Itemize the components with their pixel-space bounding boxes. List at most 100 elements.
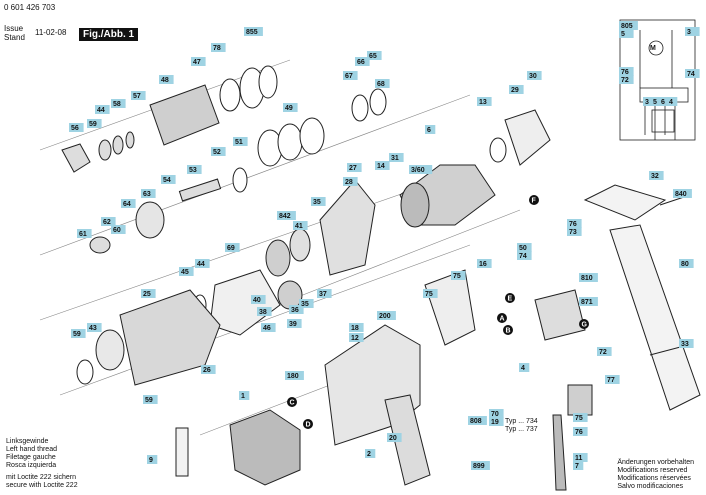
callout-tag-bg [573, 427, 588, 436]
note-de: Änderungen vorbehalten [617, 459, 694, 466]
callout-tag-label: 26 [203, 367, 211, 374]
wire-marker-label: C [290, 400, 295, 407]
wire-marker: A [497, 313, 507, 323]
callout-tag-bg [141, 289, 156, 298]
callout-tag: 69 [225, 243, 240, 252]
callout-tag: 14 [375, 161, 390, 170]
callout-tag-bg [367, 51, 382, 60]
callout-tag: 54 [161, 175, 176, 184]
wire-marker-label: E [508, 296, 513, 303]
callout-tag-label: 28 [345, 179, 353, 186]
callout-tag-bg [77, 229, 92, 238]
callout-tag-bg [619, 29, 630, 38]
callout-tag: 39 [287, 319, 302, 328]
callout-tag-label: 52 [213, 149, 221, 156]
chuck-group [61, 65, 387, 254]
callout-tag: 16 [477, 259, 492, 268]
callout-tag-bg [141, 189, 156, 198]
wire-marker-dot [303, 419, 313, 429]
callout-tag: 45 [179, 267, 194, 276]
callout-tag: 61 [77, 229, 92, 238]
wire-marker: G [579, 319, 589, 329]
callout-tag-label: 899 [473, 463, 485, 470]
callout-tag-label: 1 [241, 393, 245, 400]
callout-tag: 62 [101, 217, 116, 226]
callout-tag: 41 [293, 221, 308, 230]
callout-tag-label: 6 [427, 127, 431, 134]
loctite-line-2: secure with Loctite 222 [6, 482, 78, 489]
callout-tag-label: 842 [279, 213, 291, 220]
callout-tag: 78 [211, 43, 226, 52]
callout-tag-label: 16 [479, 261, 487, 268]
callout-tag: 73 [567, 227, 582, 236]
wire-marker-label: F [532, 198, 537, 205]
callout-tag-bg [244, 27, 263, 36]
wire-marker: C [287, 397, 297, 407]
callout-tag-bg [509, 85, 524, 94]
callout-tag: 35 [299, 299, 314, 308]
callout-tag: 75 [423, 289, 438, 298]
callout-tag-bg [179, 267, 194, 276]
callout-tag: 47 [191, 57, 206, 66]
callout-tag: 180 [285, 371, 304, 380]
callout-tag: 65 [367, 51, 382, 60]
callout-tag-bg [365, 449, 376, 458]
callout-tag-bg [261, 323, 276, 332]
callout-tag: 60 [111, 225, 126, 234]
callout-tag-bg [317, 289, 332, 298]
callout-tag-label: 808 [470, 418, 482, 425]
callout-tag-bg [619, 75, 634, 84]
wire-marker-dot [579, 319, 589, 329]
callout-tag: 842 [277, 211, 296, 220]
callout-tag-label: 29 [511, 87, 519, 94]
callout-tag-label: 35 [313, 199, 321, 206]
callout-tag: 37 [317, 289, 332, 298]
callout-tag-label: 43 [89, 325, 97, 332]
callout-tag-bg [489, 409, 504, 418]
modification-notes: Änderungen vorbehalten Modifications res… [617, 459, 694, 491]
callout-tag-label: 11 [575, 455, 583, 462]
callout-tag-label: 5 [621, 31, 625, 38]
callout-tag-bg [649, 171, 664, 180]
callout-tag-label: 2 [367, 451, 371, 458]
callout-tag-label: 871 [581, 299, 593, 306]
callout-tag-bg [425, 125, 436, 134]
callout-tag: 72 [619, 75, 634, 84]
callout-tag-bg [685, 69, 700, 78]
callout-tag-label: 39 [289, 321, 297, 328]
callout-tag-bg [131, 91, 146, 100]
callout-tag-bg [195, 259, 210, 268]
callout-tag-label: 4 [521, 365, 525, 372]
callout-tag-bg [311, 197, 326, 206]
callout-tag-label: 3 [687, 29, 691, 36]
callout-tag-label: 180 [287, 373, 299, 380]
callout-tag-bg [643, 97, 654, 106]
callout-tag-label: 72 [599, 349, 607, 356]
callout-tag-label: 32 [651, 173, 659, 180]
callout-tag-bg [519, 363, 530, 372]
callout-tag-label: 75 [453, 273, 461, 280]
callout-tag: 6 [425, 125, 436, 134]
callout-tag-bg [573, 461, 584, 470]
callout-tag-label: 72 [621, 77, 629, 84]
callout-tag-bg [71, 329, 86, 338]
callout-tag-label: 810 [581, 275, 593, 282]
callout-tag-bg [111, 225, 126, 234]
housing-group [175, 269, 593, 491]
callout-tag: 75 [573, 413, 588, 422]
callout-tag-label: 20 [389, 435, 397, 442]
wire-marker: E [505, 293, 515, 303]
callout-tag-label: 37 [319, 291, 327, 298]
callout-tag-bg [679, 259, 694, 268]
callout-tag-label: 80 [681, 261, 689, 268]
callout-tag-bg [387, 433, 402, 442]
wire-marker-dot [497, 313, 507, 323]
gear-and-motor-group [76, 109, 551, 386]
callout-tag-bg [389, 153, 404, 162]
callout-tag: 49 [283, 103, 298, 112]
callout-tag: 57 [131, 91, 146, 100]
callout-tag-bg [375, 79, 390, 88]
callout-tag: 31 [389, 153, 404, 162]
callout-tag-bg [87, 323, 102, 332]
